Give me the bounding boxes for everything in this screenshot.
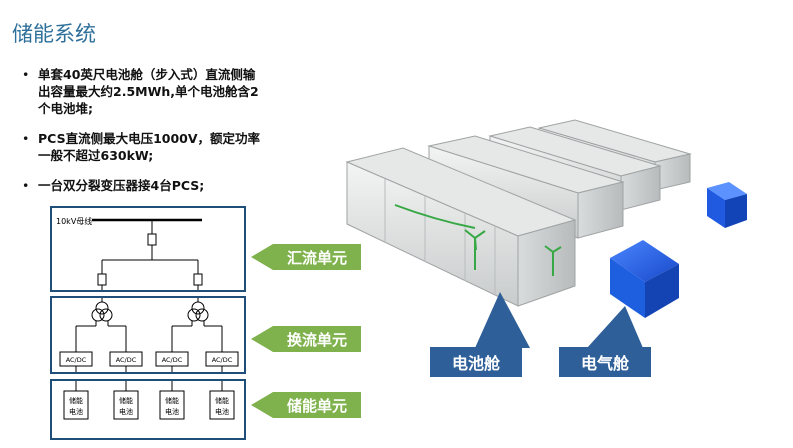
battery-box [63, 390, 89, 420]
pcs-wiring [75, 321, 223, 352]
battery-feeds [75, 381, 223, 391]
container-scene [345, 119, 747, 348]
battery-4: 储能 电池 [209, 390, 235, 420]
tag-storage-unit: 储能单元 [251, 392, 361, 418]
battery-label-top: 储能 [165, 396, 179, 405]
breaker-left [97, 273, 107, 286]
bullet-item: 一台双分裂变压器接4台PCS; [22, 177, 266, 194]
conversion-diagram: AC/DC AC/DC AC/DC AC/DC [59, 298, 239, 372]
pcs-label-2: AC/DC [116, 356, 137, 364]
container-panel-lines [384, 179, 496, 295]
logo-swoosh [394, 204, 476, 229]
tag-combiner-unit: 汇流单元 [251, 244, 361, 270]
pcs-tails [75, 366, 223, 372]
electrical-cabinet-far [707, 182, 747, 228]
battery-box [113, 390, 139, 420]
electrical-cabinet-near [610, 240, 679, 318]
wind-turbine-icon [464, 229, 486, 270]
bus-label: 10kV母线 [56, 216, 92, 226]
electrical-cabin-label: 电气舱 [559, 347, 651, 377]
transformer-right [187, 298, 209, 322]
battery-label-bottom: 电池 [165, 407, 179, 416]
bullet-list: 单套40英尺电池舱（步入式）直流侧输出容量最大约2.5MWh,单个电池舱含2个电… [22, 66, 266, 207]
transformer-left [91, 298, 113, 322]
battery-label-top: 储能 [215, 396, 229, 405]
combiner-panel: 10kV母线 [50, 206, 246, 292]
battery-label-bottom: 电池 [69, 407, 83, 416]
battery-label-top: 储能 [69, 396, 83, 405]
battery-cabin-pointer [475, 292, 530, 348]
battery-cabin-label: 电池舱 [430, 347, 522, 377]
combiner-diagram: 10kV母线 [56, 216, 203, 290]
battery-label-bottom: 电池 [119, 407, 133, 416]
battery-box [159, 390, 185, 420]
electrical-cabin-pointer [587, 306, 643, 348]
battery-1: 储能 电池 [63, 390, 89, 420]
pcs-units: AC/DC AC/DC AC/DC AC/DC [59, 351, 239, 367]
battery-box [209, 390, 235, 420]
breaker-main [147, 233, 157, 246]
breaker-right [193, 273, 203, 286]
bullet-item: PCS直流侧最大电压1000V，额定功率一般不超过630kW; [22, 130, 266, 164]
battery-label-top: 储能 [119, 396, 133, 405]
storage-diagram: 储能 电池 储能 电池 储能 电池 储能 电池 [63, 381, 235, 420]
pcs-label-1: AC/DC [66, 356, 87, 364]
page-title: 储能系统 [12, 22, 96, 46]
bullet-item: 单套40英尺电池舱（步入式）直流侧输出容量最大约2.5MWh,单个电池舱含2个电… [22, 66, 266, 117]
pcs-label-3: AC/DC [162, 356, 183, 364]
conversion-panel: AC/DC AC/DC AC/DC AC/DC [50, 296, 246, 374]
storage-panel: 储能 电池 储能 电池 储能 电池 储能 电池 [50, 379, 246, 440]
tag-conversion-unit: 换流单元 [251, 326, 361, 352]
battery-2: 储能 电池 [113, 390, 139, 420]
pcs-label-4: AC/DC [212, 356, 233, 364]
battery-3: 储能 电池 [159, 390, 185, 420]
battery-label-bottom: 电池 [215, 407, 229, 416]
wind-turbine-icon [544, 245, 562, 276]
battery-container-1 [345, 147, 577, 307]
